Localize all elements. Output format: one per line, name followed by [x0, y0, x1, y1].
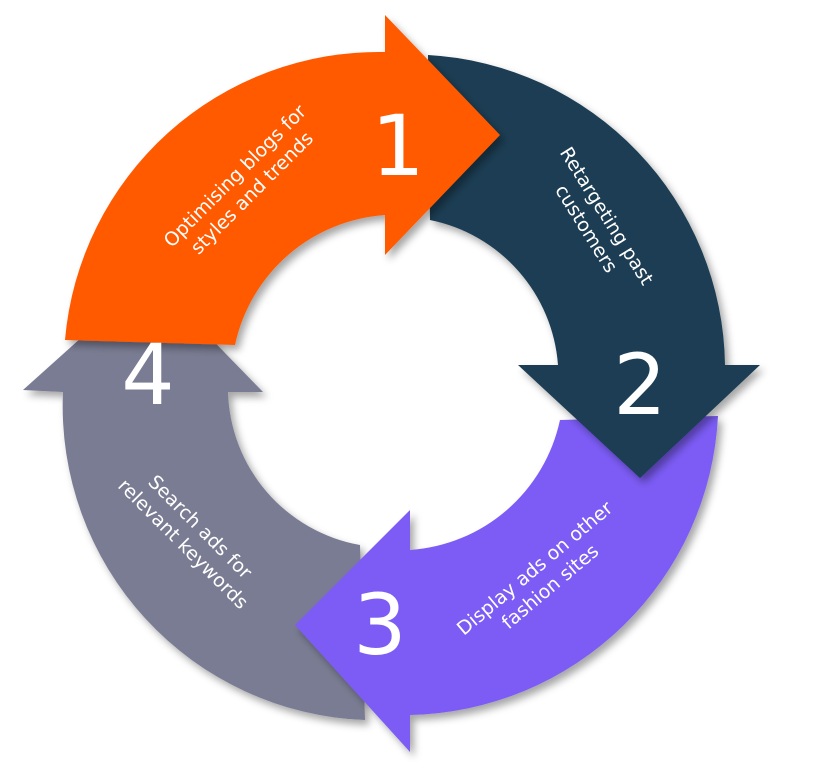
step-4-number: 4 [121, 326, 174, 424]
step-2-number: 2 [613, 336, 666, 434]
step-4-arrow-shape [23, 276, 365, 720]
step-2-arrow-shape [428, 55, 760, 478]
step-1-number: 1 [371, 97, 424, 195]
step-3-number: 3 [353, 576, 406, 674]
step-2-segment [428, 55, 760, 478]
step-1-arrow-shape [65, 15, 500, 345]
step-4-segment [23, 276, 365, 720]
step-3-segment [295, 416, 718, 752]
step-1-segment [65, 15, 500, 345]
step-3-arrow-shape [295, 416, 718, 752]
